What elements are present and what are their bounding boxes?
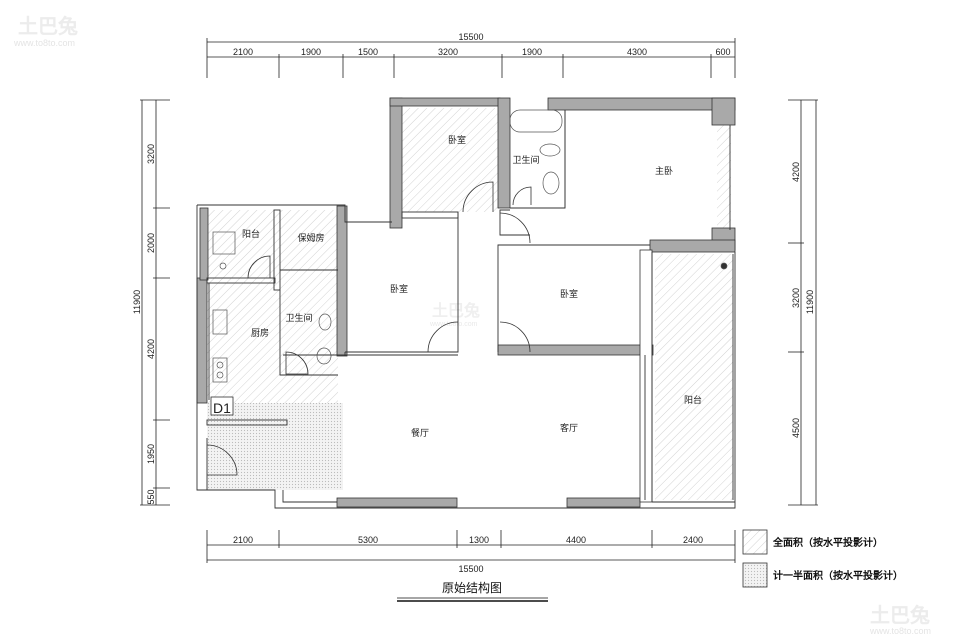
top-dim-segment: 3200 xyxy=(438,47,458,57)
half-area-zone xyxy=(207,403,343,490)
top-dim-segment: 2100 xyxy=(233,47,253,57)
washbasin-icon xyxy=(316,347,332,365)
legend: 全面积（按水平投影计） 计一半面积（按水平投影计） xyxy=(742,529,903,588)
bottom-dim-segment: 2400 xyxy=(683,535,703,545)
fixtures xyxy=(212,109,728,383)
left-dim-segment: 1950 xyxy=(146,444,156,464)
washbasin-icon xyxy=(542,171,560,195)
door-tag-box xyxy=(210,396,234,416)
floor-drain-icon xyxy=(219,262,227,270)
toilet-icon xyxy=(318,313,332,331)
room-label-living: 客厅 xyxy=(560,422,578,434)
right-dim-segment: 3200 xyxy=(791,288,801,308)
left-wing-area xyxy=(207,210,338,405)
top-dim-segment: 1500 xyxy=(358,47,378,57)
stove-icon xyxy=(212,357,228,383)
bottom-dim-total: 15500 xyxy=(458,564,483,574)
room-label-bedroom-mid-right: 卧室 xyxy=(560,288,578,300)
left-dim-segment: 4200 xyxy=(146,339,156,359)
bottom-dim-segment: 5300 xyxy=(358,535,378,545)
top-dim-segment: 600 xyxy=(715,47,730,57)
right-dim-segment: 4200 xyxy=(791,162,801,182)
left-dim-segment: 3200 xyxy=(146,144,156,164)
watermark-center: 土巴兔 www.to8to.com xyxy=(429,301,480,328)
bottom-dim-segment: 4400 xyxy=(566,535,586,545)
room-label-nanny-room: 保姆房 xyxy=(297,232,324,244)
room-label-bedroom-top: 卧室 xyxy=(448,134,466,146)
top-dim-segment: 1900 xyxy=(522,47,542,57)
room-label-balcony-right: 阳台 xyxy=(684,394,702,406)
top-dim-total: 15500 xyxy=(458,32,483,42)
door-swing xyxy=(499,321,531,353)
room-label-master-bedroom: 主卧 xyxy=(655,165,673,177)
door-swing xyxy=(499,212,531,244)
watermark-logo: 土巴兔 xyxy=(18,14,78,38)
watermark-url: www.to8to.com xyxy=(13,38,75,48)
room-label-bathroom-top: 卫生间 xyxy=(512,154,539,166)
watermark-bottom-right: 土巴兔 www.to8to.com xyxy=(869,603,931,636)
legend-half-area: 计一半面积（按水平投影计） xyxy=(773,569,903,582)
bottom-dim-segment: 2100 xyxy=(233,535,253,545)
legend-swatch-full xyxy=(742,529,768,555)
right-dimensions xyxy=(788,99,818,506)
left-dimensions xyxy=(140,99,170,506)
kitchen-sink-icon xyxy=(212,309,228,335)
bottom-dimensions xyxy=(206,530,736,563)
left-dim-segment: 550 xyxy=(146,489,156,504)
door-swing xyxy=(247,255,271,279)
door-swing xyxy=(285,351,309,375)
door-swing xyxy=(427,321,459,353)
balcony-right-area xyxy=(655,254,733,500)
right-dim-total: 11900 xyxy=(805,290,815,314)
watermark-logo: 土巴兔 xyxy=(870,603,930,627)
room-label-balcony-left: 阳台 xyxy=(242,228,260,240)
door-tag-d1: D1 xyxy=(213,400,231,416)
bedroom-top-area xyxy=(400,108,498,212)
room-label-kitchen: 厨房 xyxy=(251,327,269,339)
bay-window-area xyxy=(717,125,731,230)
top-dimensions xyxy=(206,38,736,78)
walls xyxy=(196,97,736,508)
room-fills xyxy=(207,108,733,500)
left-dim-segment: 2000 xyxy=(146,233,156,253)
right-dim-segment: 4500 xyxy=(791,418,801,438)
room-label-dining: 餐厅 xyxy=(411,427,429,439)
top-dim-segment: 1900 xyxy=(301,47,321,57)
watermark-top-left: 土巴兔 www.to8to.com xyxy=(13,14,78,48)
washing-machine-icon xyxy=(212,231,236,255)
door-swing xyxy=(462,181,494,213)
toilet-icon xyxy=(539,143,561,157)
watermark-url: www.to8to.com xyxy=(429,321,478,328)
watermark-logo: 土巴兔 xyxy=(432,301,480,320)
floor-drain-icon xyxy=(720,262,728,270)
door-swing xyxy=(512,186,532,206)
left-dim-total: 11900 xyxy=(132,290,142,314)
top-dim-segment: 4300 xyxy=(627,47,647,57)
legend-swatch-half xyxy=(742,562,768,588)
drawing-title: 原始结构图 xyxy=(442,580,502,595)
legend-full-area: 全面积（按水平投影计） xyxy=(772,536,883,549)
room-label-bedroom-mid-left: 卧室 xyxy=(390,283,408,295)
watermark-url: www.to8to.com xyxy=(869,626,931,636)
door-swing xyxy=(206,444,238,476)
room-label-bathroom-left: 卫生间 xyxy=(285,312,312,324)
bathtub-icon xyxy=(509,109,563,133)
bottom-dim-segment: 1300 xyxy=(469,535,489,545)
doors xyxy=(206,181,532,476)
